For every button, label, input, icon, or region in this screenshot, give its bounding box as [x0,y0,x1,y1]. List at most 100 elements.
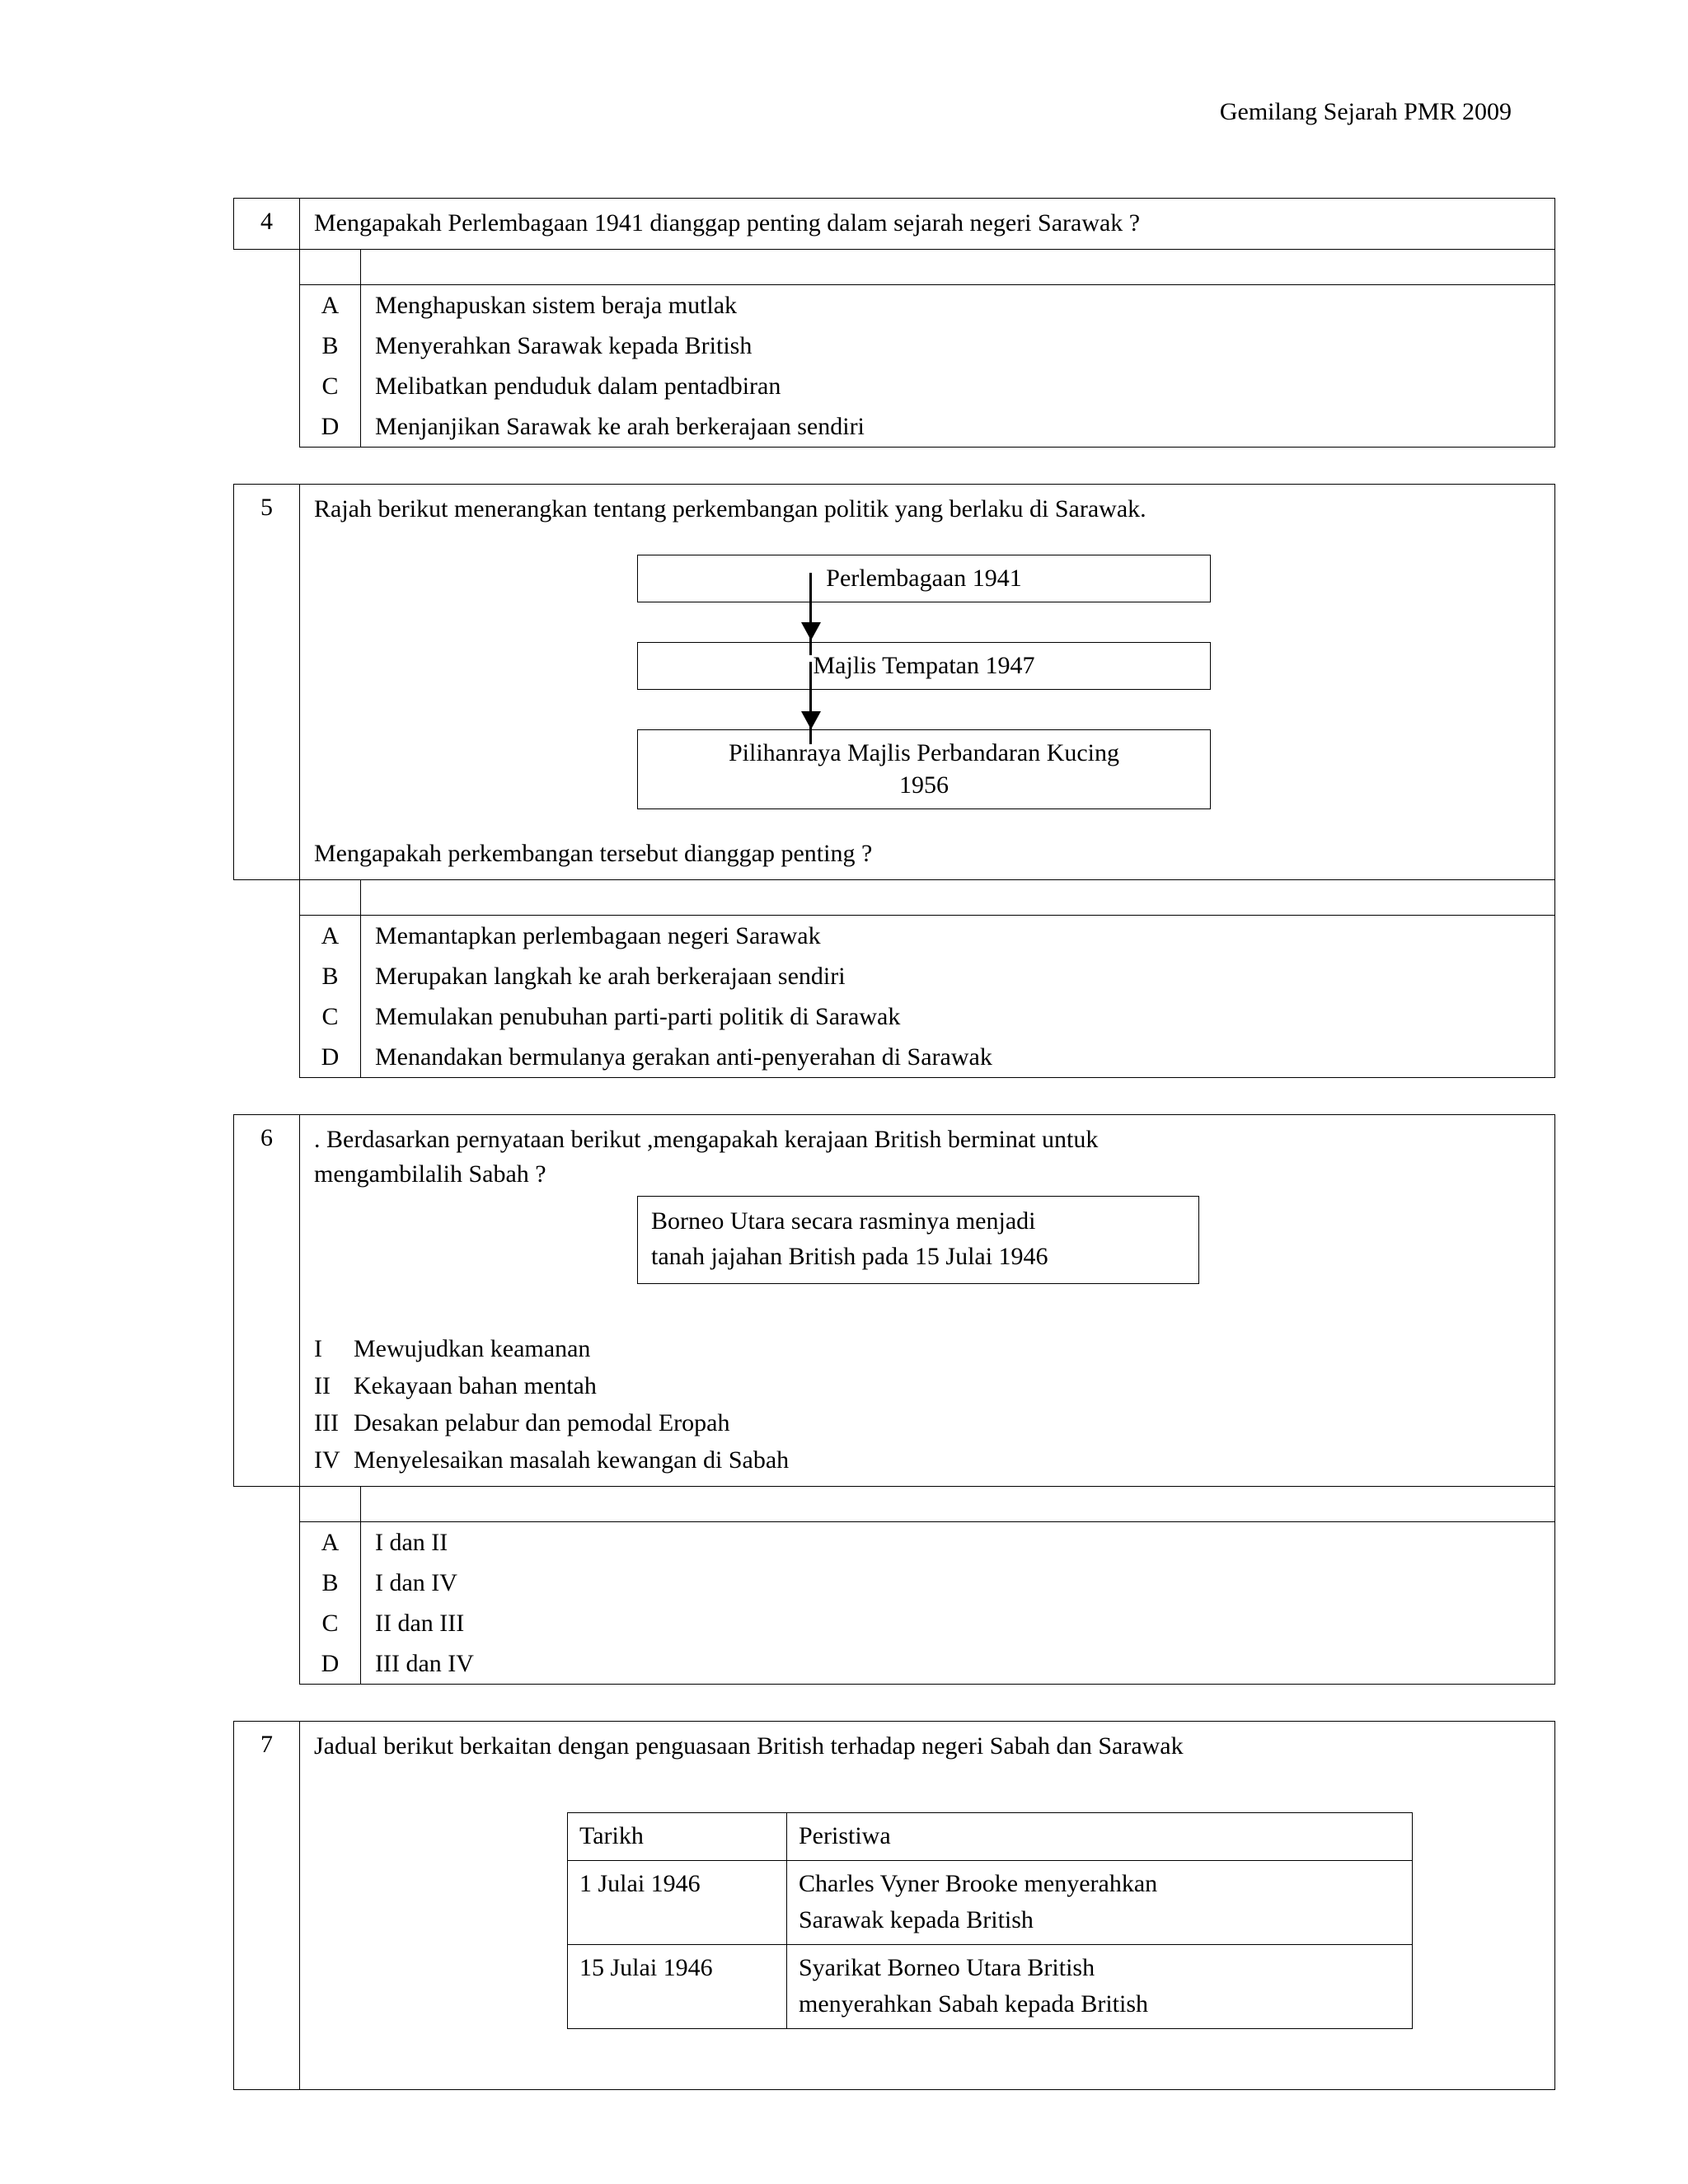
cell-event-line-2: menyerahkan Sabah kepada British [799,1990,1149,2018]
question-block-5: 5 Rajah berikut menerangkan tentang perk… [233,483,1555,1078]
table-header-row: Tarikh Peristiwa [567,1811,1413,1862]
question-4-spacer-row [234,248,1555,285]
option-blank [234,326,300,366]
question-5-option-b[interactable]: B Merupakan langkah ke arah berkerajaan … [234,955,1555,996]
option-letter: D [299,405,361,448]
flowchart-box-2: Majlis Tempatan 1947 [637,642,1211,691]
spacer-blank [234,879,300,915]
flowchart-arrow-2-head-icon [801,711,821,730]
option-blank [234,366,300,406]
question-6-option-a[interactable]: A I dan II [234,1521,1555,1563]
question-6-number: 6 [233,1113,300,1487]
question-4-option-a[interactable]: A Menghapuskan sistem beraja mutlak [234,284,1555,326]
question-7-stem-row: 7 Jadual berikut berkaitan dengan pengua… [233,1720,1555,2091]
flowchart-box-3: Pilihanraya Majlis Perbandaran Kucing 19… [637,729,1211,810]
question-sheet: 4 Mengapakah Perlembagaan 1941 dianggap … [233,198,1555,2126]
flowchart-box-1-label: Perlembagaan 1941 [826,565,1022,593]
option-text: Menyerahkan Sarawak kepada British [360,325,1555,366]
option-letter: D [299,1036,361,1078]
spacer-body-cell [360,879,1555,916]
spacer-letter-cell [299,879,361,916]
flowchart-box-2-label: Majlis Tempatan 1947 [813,652,1035,680]
list-item-label: Menyelesaikan masalah kewangan di Sabah [354,1446,790,1474]
list-item: II Kekayaan bahan mentah [314,1367,1543,1404]
option-text: Memulakan penubuhan parti-parti politik … [360,996,1555,1037]
option-letter: B [299,325,361,366]
option-blank [234,1603,300,1643]
option-blank [234,284,300,326]
question-7-number: 7 [233,1720,300,2091]
question-6-option-d[interactable]: D III dan IV [234,1643,1555,1685]
spacer-blank [234,1486,300,1521]
question-4-option-b[interactable]: B Menyerahkan Sarawak kepada British [234,325,1555,366]
question-4-option-d[interactable]: D Menjanjikan Sarawak ke arah berkerajaa… [234,405,1555,448]
question-6-spacer-row [234,1485,1555,1522]
data-table-british-control: Tarikh Peristiwa 1 Julai 1946 Charles Vy… [567,1811,1413,2030]
flowchart-arrow-1-head-icon [801,622,821,641]
flowchart-arrow-1-line [809,573,812,656]
cell-event: Charles Vyner Brooke menyerahkan Sarawak… [786,1860,1413,1946]
cell-event-line-1: Syarikat Borneo Utara British [799,1954,1095,1982]
question-5-stem-row: 5 Rajah berikut menerangkan tentang perk… [233,483,1555,880]
spacer-letter-cell [299,1485,361,1522]
option-letter: B [299,955,361,996]
question-block-6: 6 . Berdasarkan pernyataan berikut ,meng… [233,1113,1555,1685]
page-header: Gemilang Sejarah PMR 2009 [1219,98,1512,125]
list-item-numeral: II [314,1371,331,1399]
question-5-spacer-row [234,879,1555,916]
option-letter: C [299,1602,361,1643]
question-6-table: 6 . Berdasarkan pernyataan berikut ,meng… [233,1113,1555,1685]
list-item-label: Kekayaan bahan mentah [354,1371,597,1399]
cell-event: Syarikat Borneo Utara British menyerahka… [786,1944,1413,2030]
question-6-stem-line-2: mengambilalih Sabah ? [314,1160,546,1188]
question-4-option-c[interactable]: C Melibatkan penduduk dalam pentadbiran [234,365,1555,406]
question-5-option-c[interactable]: C Memulakan penubuhan parti-parti politi… [234,996,1555,1037]
question-5-option-a[interactable]: A Memantapkan perlembagaan negeri Sarawa… [234,914,1555,956]
option-letter: A [299,1521,361,1563]
option-text: Menandakan bermulanya gerakan anti-penye… [360,1036,1555,1078]
option-letter: C [299,996,361,1037]
option-blank [234,956,300,996]
column-header-tarikh: Tarikh [567,1811,787,1862]
question-7-stem: Jadual berikut berkaitan dengan penguasa… [314,1732,1184,1760]
question-6-stem-row: 6 . Berdasarkan pernyataan berikut ,meng… [233,1113,1555,1487]
list-item: I Mewujudkan keamanan [314,1330,1543,1367]
option-blank [234,1521,300,1563]
cell-date: 15 Julai 1946 [567,1944,787,2030]
list-item-label: Desakan pelabur dan pemodal Eropah [354,1408,730,1436]
option-blank [234,915,300,956]
cell-date: 1 Julai 1946 [567,1860,787,1946]
table-row: 1 Julai 1946 Charles Vyner Brooke menyer… [567,1860,1413,1946]
list-item-numeral: IV [314,1446,340,1474]
option-text: Menghapuskan sistem beraja mutlak [360,284,1555,326]
question-4-stem-row: 4 Mengapakah Perlembagaan 1941 dianggap … [233,198,1555,250]
spacer-body-cell [360,248,1555,285]
list-item: IV Menyelesaikan masalah kewangan di Sab… [314,1441,1543,1479]
option-letter: C [299,365,361,406]
flowchart-box-1: Perlembagaan 1941 [637,555,1211,603]
option-text: Menjanjikan Sarawak ke arah berkerajaan … [360,405,1555,448]
question-5-table: 5 Rajah berikut menerangkan tentang perk… [233,483,1555,1078]
option-letter: A [299,914,361,956]
statement-box-borneo-utara: Borneo Utara secara rasminya menjadi tan… [637,1195,1199,1284]
option-blank [234,1643,300,1685]
option-blank [234,996,300,1037]
spacer-body-cell [360,1485,1555,1522]
flowchart-box-3-label: Pilihanraya Majlis Perbandaran Kucing [728,739,1120,767]
option-text: II dan III [360,1602,1555,1643]
list-item-numeral: I [314,1334,322,1362]
option-letter: D [299,1643,361,1685]
question-7-table: 7 Jadual berikut berkaitan dengan pengua… [233,1720,1555,2091]
list-item-label: Mewujudkan keamanan [354,1334,591,1362]
list-item: III Desakan pelabur dan pemodal Eropah [314,1404,1543,1441]
flowchart-arrow-2-line [809,662,812,745]
question-4-number: 4 [233,198,300,250]
question-block-4: 4 Mengapakah Perlembagaan 1941 dianggap … [233,198,1555,448]
question-5-option-d[interactable]: D Menandakan bermulanya gerakan anti-pen… [234,1036,1555,1078]
option-letter: B [299,1562,361,1603]
spacer-letter-cell [299,248,361,285]
question-6-body: . Berdasarkan pernyataan berikut ,mengap… [299,1113,1555,1487]
question-6-option-c[interactable]: C II dan III [234,1602,1555,1643]
question-5-follow-up: Mengapakah perkembangan tersebut diangga… [314,840,873,868]
question-6-option-b[interactable]: B I dan IV [234,1562,1555,1603]
